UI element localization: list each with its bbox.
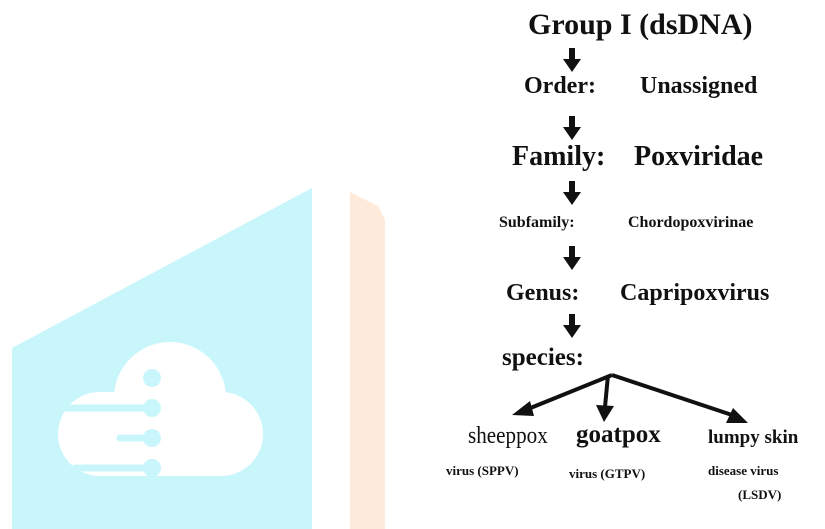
genus-value: Capripoxvirus (620, 280, 770, 306)
branch-arrows-icon (512, 373, 748, 423)
species-label: species: (502, 344, 584, 371)
title-group: Group I (dsDNA) (528, 8, 753, 41)
down-arrow-icon (563, 246, 581, 270)
species-desc-lumpy-skin-2: (LSDV) (738, 487, 782, 502)
subfamily-value: Chordopoxvirinae (628, 214, 754, 231)
family-label: Family: (512, 141, 606, 172)
species-name-goatpox: goatpox (576, 421, 661, 448)
genus-label: Genus: (506, 280, 580, 306)
species-desc-goatpox: virus (GTPV) (569, 466, 646, 481)
order-label: Order: (524, 73, 596, 99)
species-desc-lumpy-skin-1: disease virus (708, 463, 779, 478)
species-name-sheeppox: sheeppox (468, 423, 548, 449)
down-arrow-icon (563, 181, 581, 205)
species-name-lumpy-skin: lumpy skin (708, 427, 799, 448)
species-desc-sheeppox: virus (SPPV) (446, 463, 519, 478)
down-arrow-icon (563, 116, 581, 140)
order-value: Unassigned (640, 73, 758, 99)
down-arrow-icon (563, 48, 581, 72)
family-value: Poxviridae (634, 141, 764, 172)
subfamily-label: Subfamily: (499, 214, 575, 231)
down-arrow-icon (563, 314, 581, 338)
